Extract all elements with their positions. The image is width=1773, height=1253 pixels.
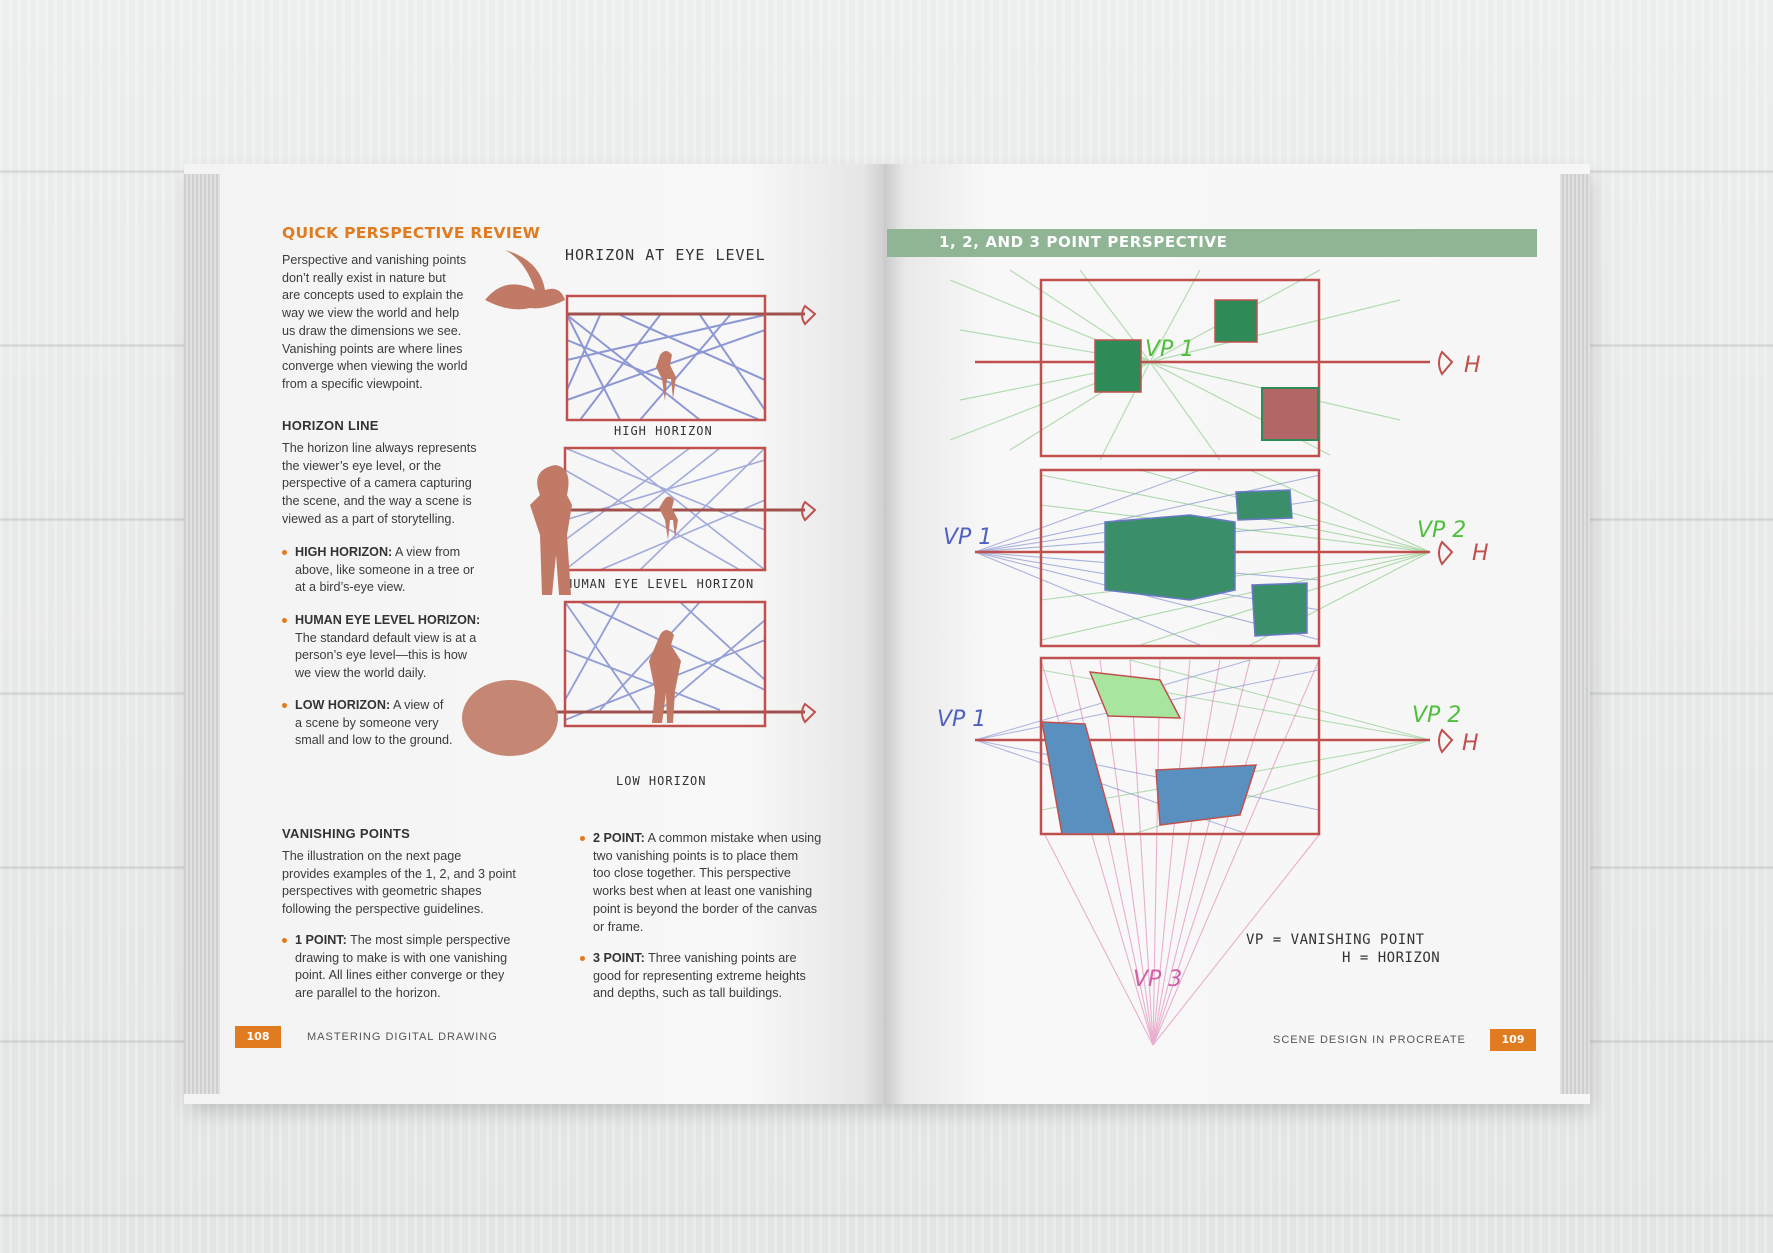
vp-line: The illustration on the next page [282, 849, 462, 863]
vanishing-points-heading: VANISHING POINTS [282, 826, 411, 841]
bullet-1-point: 1 POINT: The most simple perspective dra… [282, 932, 535, 1003]
intro-line: from a specific viewpoint. [282, 376, 423, 391]
bullet-text: are parallel to the horizon. [295, 986, 441, 1001]
horizon-line: the scene, and the way a scene is [282, 494, 472, 509]
bullet-label: HUMAN EYE LEVEL HORIZON: [295, 613, 481, 627]
bullet-low-horizon: LOW HORIZON: A view of a scene by someon… [282, 697, 495, 750]
horizon-line: The horizon line always represents [282, 441, 477, 455]
intro-line: way we view the world and help [282, 306, 460, 321]
bullet-text: point is beyond the border of the canvas [593, 901, 818, 916]
intro-paragraph: Perspective and vanishing points don’t r… [282, 252, 492, 394]
section-band: 1, 2, AND 3 POINT PERSPECTIVE [887, 229, 1537, 257]
bullet-text: A view from [392, 545, 461, 559]
section-band-title: 1, 2, AND 3 POINT PERSPECTIVE [939, 233, 1228, 251]
bullet-text: person’s eye level—this is how [295, 648, 467, 663]
bullet-label: 2 POINT: [593, 831, 645, 845]
page-edge-right [1560, 174, 1590, 1094]
intro-line: don’t really exist in nature but [282, 270, 446, 285]
bullet-text: works best when at least one vanishing [593, 884, 813, 899]
bullet-label: HIGH HORIZON: [295, 545, 393, 559]
bullet-text: two vanishing points is to place them [593, 848, 799, 863]
left-page [184, 164, 884, 1104]
horizon-line-heading: HORIZON LINE [282, 418, 379, 433]
bullet-text: and depths, such as tall buildings. [593, 986, 783, 1001]
footer-left: MASTERING DIGITAL DRAWING [307, 1031, 498, 1043]
horizon-paragraph: The horizon line always represents the v… [282, 440, 497, 529]
bullet-text: or frame. [593, 919, 644, 934]
horizon-line: the viewer’s eye level, or the [282, 458, 442, 473]
intro-line: Perspective and vanishing points [282, 253, 467, 267]
intro-line: are concepts used to explain the [282, 288, 464, 303]
bullet-3-point: 3 POINT: Three vanishing points are good… [580, 950, 843, 1003]
bullet-text: The standard default view is at a [295, 630, 477, 645]
legend-vp: VP = VANISHING POINT [1246, 932, 1425, 948]
bullet-2-point: 2 POINT: A common mistake when using two… [580, 830, 843, 936]
page-number-right: 109 [1490, 1029, 1536, 1051]
intro-line: us draw the dimensions we see. [282, 323, 462, 338]
horizon-line: viewed as a part of storytelling. [282, 511, 455, 526]
bullet-text: A common mistake when using [644, 831, 822, 845]
right-page [884, 164, 1590, 1104]
vp-line: following the perspective guidelines. [282, 902, 484, 917]
vp-line: provides examples of the 1, 2, and 3 poi… [282, 866, 516, 881]
bullet-text: above, like someone in a tree or [295, 562, 475, 577]
bullet-text: Three vanishing points are [644, 951, 797, 965]
bullet-label: 1 POINT: [295, 933, 347, 947]
bullet-text: The most simple perspective [346, 933, 511, 947]
bullet-text: too close together. This perspective [593, 866, 791, 881]
bullet-label: 3 POINT: [593, 951, 645, 965]
legend-h: H = HORIZON [1342, 950, 1441, 966]
page-edge-left [184, 174, 220, 1094]
intro-line: Vanishing points are where lines [282, 341, 463, 356]
vanishing-points-paragraph: The illustration on the next page provid… [282, 848, 542, 919]
bullet-text: point. All lines either converge or they [295, 968, 505, 983]
footer-right: SCENE DESIGN IN PROCREATE [1273, 1034, 1466, 1046]
bullet-text: small and low to the ground. [295, 733, 453, 748]
bullet-label: LOW HORIZON: [295, 698, 391, 712]
intro-line: converge when viewing the world [282, 359, 468, 374]
bullet-text: a scene by someone very [295, 715, 439, 730]
bullet-text: at a bird’s-eye view. [295, 580, 406, 595]
vp-line: perspectives with geometric shapes [282, 884, 482, 899]
page-number-left: 108 [235, 1026, 281, 1048]
bullet-text: A view of [390, 698, 444, 712]
bullet-high-horizon: HIGH HORIZON: A view from above, like so… [282, 544, 495, 597]
horizon-line: perspective of a camera capturing [282, 476, 472, 491]
bullet-text: we view the world daily. [295, 666, 427, 681]
bullet-human-eye-level: HUMAN EYE LEVEL HORIZON: The standard de… [282, 612, 505, 683]
bullet-text: drawing to make is with one vanishing [295, 950, 508, 965]
section-title: QUICK PERSPECTIVE REVIEW [282, 224, 541, 242]
bullet-text: good for representing extreme heights [593, 968, 806, 983]
